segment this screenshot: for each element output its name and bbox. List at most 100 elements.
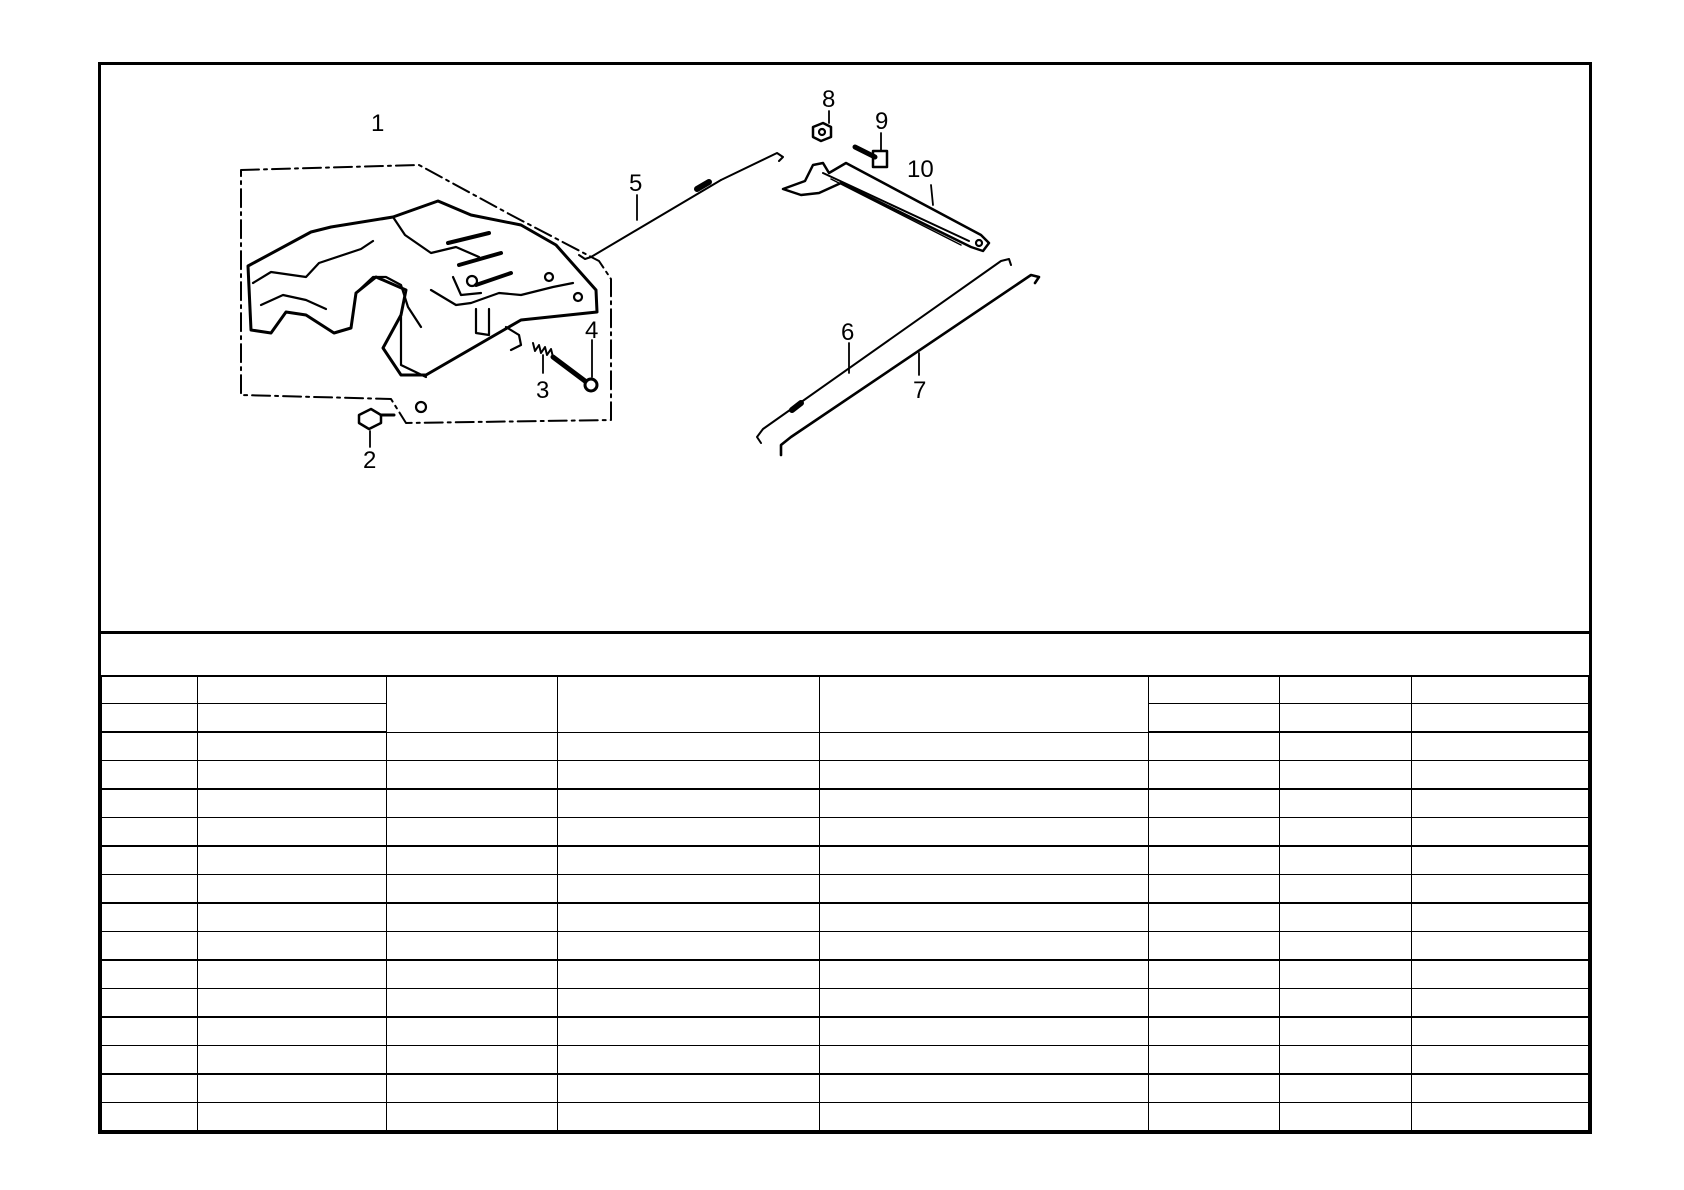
table-cell <box>385 788 558 818</box>
table-cell <box>1410 1073 1590 1103</box>
table-cell <box>1279 959 1412 989</box>
table-cell <box>196 760 387 790</box>
table-cell <box>196 874 387 904</box>
table-cell <box>1410 1102 1590 1132</box>
table-cell <box>101 902 198 932</box>
table-cell <box>196 731 387 761</box>
table-row <box>101 1016 1590 1046</box>
table-cell <box>818 988 1150 1018</box>
callout-7: 7 <box>913 377 926 404</box>
table-row <box>101 874 1590 904</box>
table-cell <box>1148 874 1281 904</box>
table-cell <box>101 760 198 790</box>
table-cell <box>556 988 820 1018</box>
table-cell <box>1410 760 1590 790</box>
table-cell <box>1279 1073 1412 1103</box>
table-cell <box>1410 1045 1590 1075</box>
parts-page-frame: 1 2 3 4 5 6 7 8 9 10 <box>98 62 1592 1134</box>
table-cell <box>1410 845 1590 875</box>
table-cell <box>1410 1016 1590 1046</box>
header-cell <box>1148 703 1281 733</box>
table-cell <box>1148 1073 1281 1103</box>
callout-2: 2 <box>363 447 376 474</box>
parts-list-table <box>101 675 1590 1132</box>
table-cell <box>1410 959 1590 989</box>
table-cell <box>101 959 198 989</box>
table-cell <box>818 1102 1150 1132</box>
table-cell <box>818 902 1150 932</box>
table-cell <box>1148 1016 1281 1046</box>
callout-10: 10 <box>907 156 934 183</box>
table-cell <box>385 1073 558 1103</box>
table-cell <box>1148 817 1281 847</box>
callout-9: 9 <box>875 108 888 135</box>
part-6-rod <box>756 258 1012 444</box>
header-cell <box>1410 675 1590 704</box>
table-row <box>101 788 1590 818</box>
part-10-lever <box>781 161 991 253</box>
table-cell <box>556 1102 820 1132</box>
table-cell <box>556 874 820 904</box>
table-cell <box>1279 845 1412 875</box>
table-cell <box>556 959 820 989</box>
table-cell <box>556 788 820 818</box>
table-cell <box>385 988 558 1018</box>
table-cell <box>385 959 558 989</box>
table-cell <box>101 845 198 875</box>
table-cell <box>1410 988 1590 1018</box>
table-cell <box>1148 988 1281 1018</box>
callout-3: 3 <box>536 377 549 404</box>
table-cell <box>196 959 387 989</box>
table-cell <box>818 817 1150 847</box>
table-cell <box>1279 931 1412 961</box>
header-cell <box>385 675 558 733</box>
table-cell <box>818 1073 1150 1103</box>
table-cell <box>101 988 198 1018</box>
table-cell <box>818 760 1150 790</box>
table-cell <box>196 931 387 961</box>
header-cell <box>101 703 198 733</box>
table-cell <box>101 1102 198 1132</box>
header-cell <box>1279 703 1412 733</box>
table-cell <box>1410 874 1590 904</box>
table-row <box>101 1073 1590 1103</box>
header-cell <box>1148 675 1281 704</box>
table-row <box>101 731 1590 761</box>
header-cell <box>1410 703 1590 733</box>
part-9-bolt <box>852 132 889 169</box>
callout-1: 1 <box>371 110 384 137</box>
table-cell <box>385 845 558 875</box>
table-cell <box>1410 731 1590 761</box>
part-1-cover <box>246 199 599 414</box>
table-cell <box>1148 959 1281 989</box>
table-cell <box>101 1045 198 1075</box>
table-cell <box>385 1045 558 1075</box>
table-cell <box>556 902 820 932</box>
table-cell <box>556 1016 820 1046</box>
callout-8: 8 <box>822 86 835 113</box>
table-cell <box>1148 1102 1281 1132</box>
table-cell <box>1148 845 1281 875</box>
table-cell <box>818 731 1150 761</box>
table-cell <box>556 931 820 961</box>
table-cell <box>101 1073 198 1103</box>
table-cell <box>196 817 387 847</box>
table-cell <box>818 788 1150 818</box>
header-cell <box>818 675 1150 733</box>
exploded-parts-diagram: 1 2 3 4 5 6 7 8 9 10 <box>101 65 1589 631</box>
header-cell <box>556 675 820 733</box>
table-cell <box>385 931 558 961</box>
part-3-spring <box>532 342 554 374</box>
header-cell <box>101 675 198 704</box>
table-cell <box>1148 760 1281 790</box>
table-row <box>101 1102 1590 1132</box>
table-cell <box>556 845 820 875</box>
table-cell <box>196 788 387 818</box>
callout-6: 6 <box>841 319 854 346</box>
table-cell <box>101 817 198 847</box>
table-cell <box>1279 731 1412 761</box>
table-cell <box>1279 788 1412 818</box>
table-cell <box>556 760 820 790</box>
table-cell <box>818 931 1150 961</box>
table-row <box>101 902 1590 932</box>
